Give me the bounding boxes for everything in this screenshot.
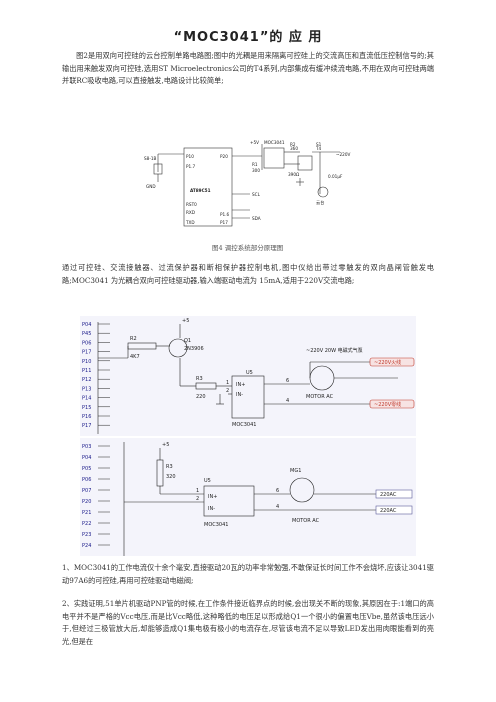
fig3-in-plus-label: IN+ [208, 494, 217, 500]
figure2-pin-label: P12 [82, 377, 91, 383]
figure3-pin-label: P22 [82, 521, 91, 527]
figure2-pin-label: P15 [82, 405, 91, 411]
fig1-ac-label: ~220V [336, 152, 351, 157]
fig2-r2v-label: 4K7 [130, 354, 140, 360]
mcu-chip-outline [183, 147, 233, 227]
figure3-pin-label: P05 [82, 466, 91, 472]
fig2-vcc-label: +5 [182, 318, 189, 324]
fig1-switch-label: S8-1B [144, 156, 156, 161]
fig3-motor-label: MOTOR AC [292, 518, 320, 524]
fig3-pin2-label: 2 [196, 496, 199, 502]
figure2-pin-label: P17 [82, 350, 91, 356]
figure3-pin-label: P07 [82, 488, 91, 494]
fig1-r3v-label: 390Ω [288, 172, 300, 177]
figure2-pin-label: P10 [82, 359, 91, 365]
fig2-r3v-label: 220 [196, 394, 206, 400]
figure2-pin-label: P17 [82, 423, 91, 429]
figure2-pin-label: P13 [82, 386, 91, 392]
fig1-p16-label: P1.6 [220, 212, 230, 217]
fig1-s1v-label: T4 [315, 146, 322, 151]
figure3-pin-label: P04 [82, 455, 91, 461]
figure2-pin-label: P45 [82, 331, 91, 337]
fig3-pin1-label: 1 [196, 488, 199, 494]
fig2-r3-label: R3 [196, 376, 203, 382]
fig1-r2v-label: 360 [290, 146, 298, 151]
fig1-cap-label: 0.01μF [328, 174, 343, 179]
fig2-opto-outline [231, 375, 265, 419]
figure3-pin-label: P23 [82, 532, 91, 538]
fig2-opto-label: MOC3041 [232, 422, 256, 428]
figure-1-schematic: S8-1B GND AT89C51 P10 P1.7 P20 RST0 RXD … [144, 140, 351, 227]
figure3-pin-label: P20 [82, 499, 91, 505]
fig1-txd-label: TXD [185, 220, 195, 225]
fig1-rxd-label: RXD [186, 210, 195, 215]
fig2-line1-label: ~220V火线 [374, 359, 401, 366]
fig3-pin6-label: 6 [276, 488, 279, 494]
fig2-pin4-label: 4 [286, 398, 289, 404]
fig1-scl-label: SCL [252, 192, 261, 197]
figure3-pin-label: P03 [82, 444, 91, 450]
fig1-vcc-label: +5V [250, 140, 259, 145]
fig3-in-minus-label: IN- [208, 506, 215, 512]
figure2-pin-label: P16 [82, 414, 91, 420]
fig3-ac1-label: 220AC [380, 492, 397, 498]
fig1-p10-label: P10 [186, 154, 194, 159]
fig2-line2-label: ~220V零线 [374, 401, 401, 408]
fig3-ac2-label: 220AC [380, 508, 397, 514]
fig1-sda-label: SDA [252, 216, 261, 221]
fig3-r3v-label: 320 [166, 474, 176, 480]
opto-outline [263, 147, 285, 169]
fig2-u5-label: U5 [246, 370, 253, 376]
fig3-vcc-label: +5 [162, 442, 169, 448]
fig2-ac-desc-label: ~220V 20W 电磁式气泵 [306, 347, 363, 354]
figure2-pin-label: P04 [82, 322, 91, 328]
paragraph-1: 图2是用双向可控硅的云台控制单路电路图;图中的光耦是用来隔离可控硅上的交流高压和… [62, 50, 434, 88]
figure2-pin-label: P06 [82, 340, 91, 346]
fig1-gnd-label: GND [146, 184, 156, 189]
fig1-s1-label: S1 [316, 142, 322, 147]
fig2-pin6-label: 6 [286, 378, 289, 384]
fig1-motor-label: 云台 [316, 199, 324, 206]
paragraph-3-text: 1、MOC3041的工作电流仅十余个毫安,直接驱动20瓦的功率非常勉强,不敢保证… [62, 563, 434, 585]
fig2-in-plus-label: IN+ [236, 382, 245, 388]
fig1-r1v-label: 300 [252, 168, 260, 173]
fig1-p20-label: P20 [220, 154, 228, 159]
fig1-p17b-label: P17 [220, 220, 228, 225]
fig2-pin2-label: 2 [226, 388, 229, 394]
fig3-r3-label: R3 [166, 464, 173, 470]
figure3-pin-label: P06 [82, 477, 91, 483]
paragraph-2: 通过可控硅、交流接触器、过流保护器和断相保护器控制电机,图中仪给出带过零触发的双… [62, 262, 434, 287]
fig1-p17-label: P1.7 [186, 164, 196, 169]
paragraph-4: 2、实践证明,51单片机驱动PNP管的时候,在工作条件接近临界点的时候,会出现关… [62, 598, 434, 648]
fig3-u5-label: U5 [204, 478, 211, 484]
figure-1-caption: 图4 调控系统部分原理图 [212, 244, 284, 252]
paragraph-1-text: 图2是用双向可控硅的云台控制单路电路图;图中的光耦是用来隔离可控硅上的交流高压和… [62, 51, 434, 86]
fig1-ic-label: AT89C51 [190, 188, 211, 193]
fig2-motor-label: MOTOR AC [306, 394, 334, 400]
fig1-r1-label: R1 [252, 162, 258, 167]
fig1-rst-label: RST0 [186, 202, 197, 207]
fig2-q1v-label: 2N3906 [184, 346, 204, 352]
fig1-opto-label: MOC3041 [264, 140, 285, 145]
fig3-pin4-label: 4 [276, 504, 279, 510]
fig2-in-minus-label: IN- [236, 392, 243, 398]
fig1-r2-label: R2 [290, 142, 296, 147]
fig2-q1-label: Q1 [184, 338, 191, 344]
fig3-opto-outline [203, 485, 255, 517]
paragraph-3: 1、MOC3041的工作电流仅十余个毫安,直接驱动20瓦的功率非常勉强,不敢保证… [62, 562, 434, 587]
paragraph-4-text: 2、实践证明,51单片机驱动PNP管的时候,在工作条件接近临界点的时候,会出现关… [62, 599, 434, 646]
figure3-pin-label: P24 [82, 543, 91, 549]
figure3-pin-label: P21 [82, 510, 91, 516]
figure2-pin-label: P14 [82, 396, 91, 402]
fig3-mg-label: MG1 [290, 468, 301, 474]
paragraph-2-text: 通过可控硅、交流接触器、过流保护器和断相保护器控制电机,图中仪给出带过零触发的双… [62, 263, 434, 285]
figure2-pin-label: P11 [82, 368, 91, 374]
document-title: “MOC3041”的 应 用 [173, 30, 323, 45]
fig3-opto-label: MOC3041 [204, 522, 228, 528]
fig2-pin1-label: 1 [226, 380, 229, 386]
fig2-r2-label: R2 [130, 336, 137, 342]
